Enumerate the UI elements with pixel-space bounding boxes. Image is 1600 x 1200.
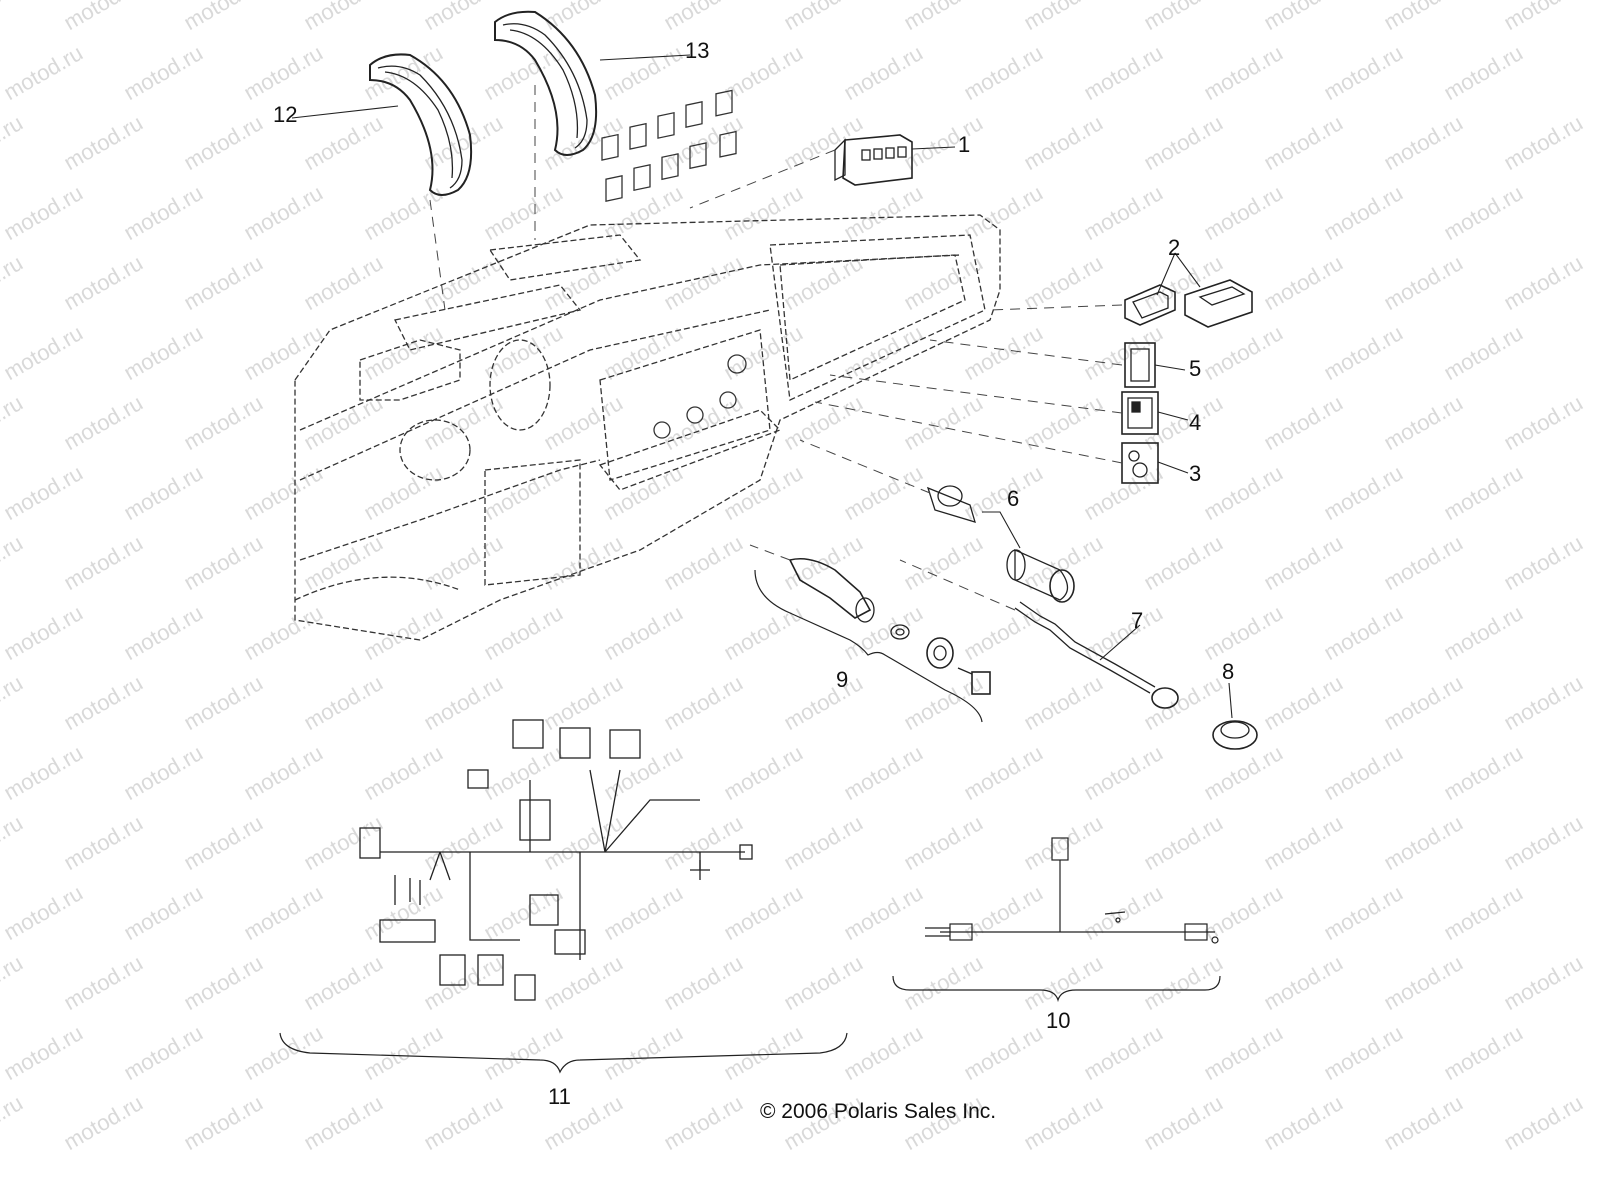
callout-12: 12 (273, 102, 298, 127)
callout-2: 2 (1168, 235, 1181, 260)
callout-5: 5 (1189, 356, 1202, 381)
grommet-8 (1212, 720, 1258, 750)
callout-3: 3 (1189, 461, 1202, 486)
switch-3 (1121, 442, 1159, 484)
copyright-text: © 2006 Polaris Sales Inc. (760, 1100, 997, 1123)
callout-4: 4 (1189, 410, 1202, 435)
callout-10: 10 (1046, 1008, 1071, 1033)
grab-handle-12 (369, 53, 473, 196)
ignition-switch-9 (788, 557, 991, 695)
connector-1 (834, 134, 913, 186)
bezel-2 (1124, 279, 1253, 328)
dash-switch-openings (601, 89, 747, 439)
brace-9 (754, 569, 983, 723)
callout-6: 6 (1007, 486, 1020, 511)
brace-11 (279, 1032, 848, 1074)
switch-4 (1121, 391, 1159, 435)
brace-10 (892, 975, 1221, 1003)
callout-1: 1 (958, 132, 971, 157)
choke-cable-7 (1014, 601, 1179, 709)
grab-handle-13 (494, 10, 598, 156)
callout-7: 7 (1131, 608, 1144, 633)
callout-9: 9 (836, 667, 849, 692)
callout-8: 8 (1222, 659, 1235, 684)
dashboard-panel (294, 214, 1001, 641)
switch-5 (1124, 342, 1156, 388)
headlight-harness-10 (925, 837, 1219, 944)
power-outlet-6 (926, 485, 1075, 603)
assembly-lines (429, 85, 1123, 611)
main-harness-11 (359, 719, 753, 1001)
callout-11: 11 (548, 1084, 571, 1109)
callout-13: 13 (685, 38, 710, 63)
leader-lines (291, 54, 1233, 719)
